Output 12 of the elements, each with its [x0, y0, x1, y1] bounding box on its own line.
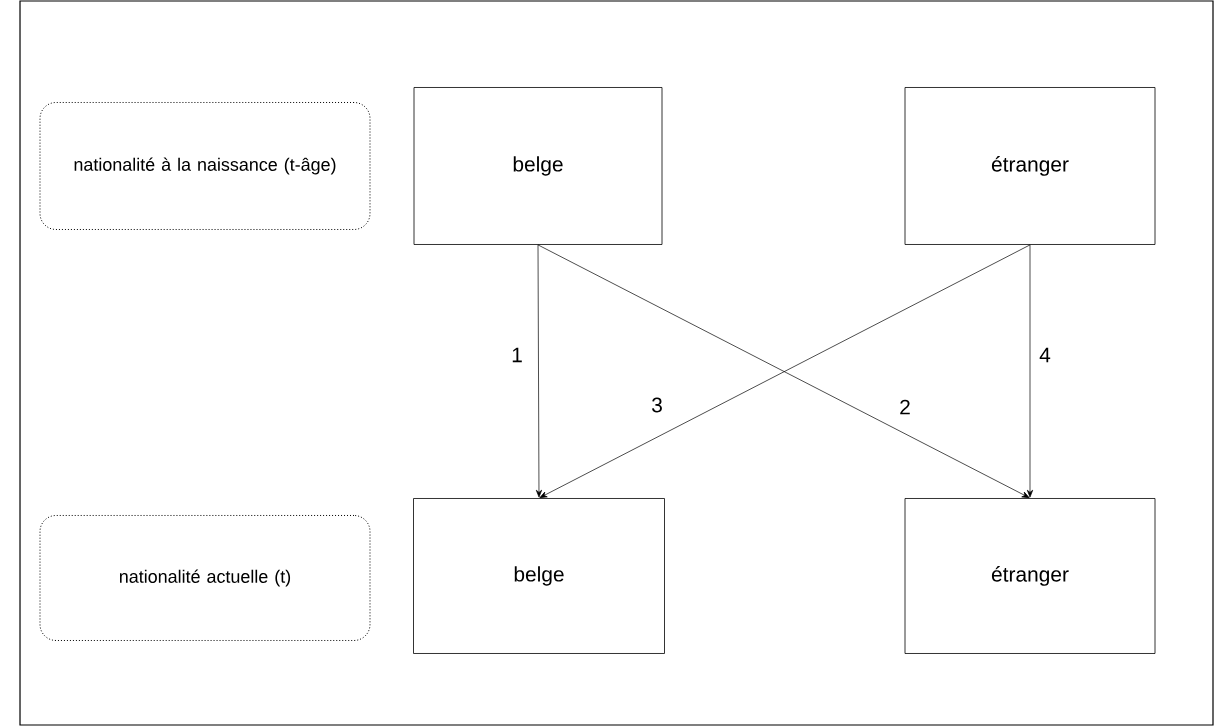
arrow: [535, 244, 543, 498]
category-box: étranger: [904, 498, 1156, 654]
note-box: nationalité actuelle (t): [39, 515, 371, 641]
edge-label: 2: [898, 398, 912, 416]
edge-label: 4: [1038, 346, 1052, 364]
arrow: [1026, 244, 1034, 498]
category-box: belge: [413, 87, 663, 245]
category-box: belge: [413, 498, 665, 654]
edge-label: 3: [650, 396, 664, 414]
note-box: nationalité à la naissance (t-âge): [39, 102, 371, 230]
edge-label: 1: [510, 346, 524, 364]
category-box: étranger: [904, 87, 1156, 245]
